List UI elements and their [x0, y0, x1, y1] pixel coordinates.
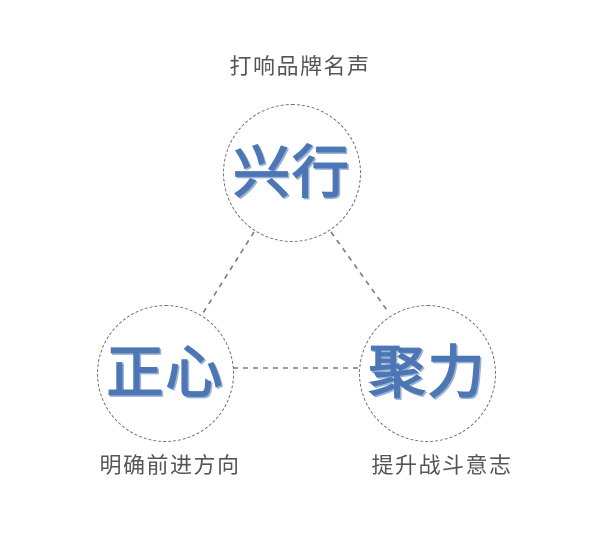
- connector-top-to-bottom-right: [330, 231, 390, 314]
- node-circle-bottom-right[interactable]: 聚力: [359, 305, 496, 442]
- caption-bottom-right: 提升战斗意志: [371, 454, 513, 479]
- caption-bottom-left: 明确前进方向: [99, 454, 241, 479]
- node-label-top: 兴行: [233, 139, 351, 206]
- node-label-bottom-left: 正心: [106, 340, 225, 406]
- node-label-bottom-right: 聚力: [368, 340, 487, 406]
- node-circle-top[interactable]: 兴行: [223, 104, 361, 242]
- node-circle-bottom-left[interactable]: 正心: [97, 305, 234, 442]
- connector-top-to-bottom-left: [202, 231, 255, 314]
- caption-top: 打响品牌名声: [229, 55, 371, 80]
